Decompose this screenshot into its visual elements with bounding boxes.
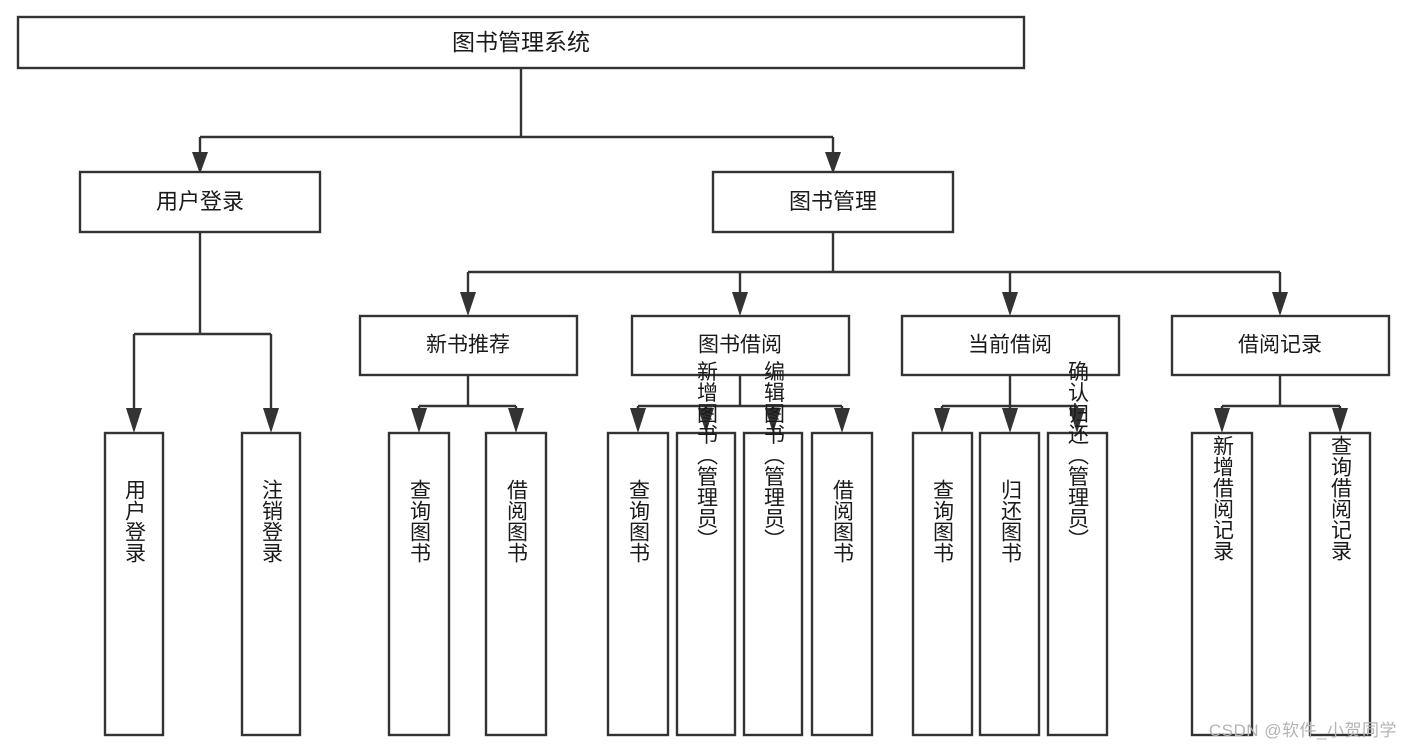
node-leaf-query-borrow-record[interactable]: 查询借阅记录 [1308,431,1372,737]
borrow-record-box[interactable] [1170,314,1391,377]
node-current-borrow[interactable]: 当前借阅 [900,314,1121,377]
arrowhead-leaf-11 [1214,408,1230,433]
leaf-box-5[interactable] [675,431,737,737]
node-leaf-borrow-book-b[interactable]: 借阅图书 [810,431,874,737]
borrow-record-label: 借阅记录 [1238,334,1322,357]
root-label: 图书管理系统 [452,29,590,55]
node-book-management[interactable]: 图书管理 [711,170,955,234]
node-leaf-return-book[interactable]: 归还图书 [978,431,1041,737]
node-new-book-recommend[interactable]: 新书推荐 [358,314,579,377]
current-borrow-label: 当前借阅 [968,334,1052,357]
leaf-label-2: 查询图书 [408,479,432,563]
user-login-box[interactable] [78,170,322,234]
leaf-label-8: 查询图书 [931,479,955,563]
arrowhead-leaf-0 [126,408,142,433]
root-box[interactable] [16,15,1026,70]
node-leaf-query-book-a[interactable]: 查询图书 [387,431,451,737]
leaf-box-7[interactable] [810,431,874,737]
node-borrow-record[interactable]: 借阅记录 [1170,314,1391,377]
node-user-login[interactable]: 用户登录 [78,170,322,234]
leaf-box-12[interactable] [1308,431,1372,737]
new-book-recommend-box[interactable] [358,314,579,377]
user-login-label: 用户登录 [156,189,244,214]
leaf-box-2[interactable] [387,431,451,737]
arrowhead-leaf-9 [1002,408,1018,433]
node-leaf-add-book-admin[interactable]: 新增图书（管理员） [675,361,737,737]
book-borrow-label: 图书借阅 [698,334,782,357]
arrowhead-leaf-4 [630,408,646,433]
leaf-label-5: 新增图书（管理员） [695,361,719,550]
connector-newbook-bus [417,375,518,412]
leaf-label-1: 注销登录 [260,479,284,563]
arrowhead-to-user-login [192,152,208,174]
arrowhead-to-borrow-book [732,292,748,316]
arrowhead-leaf-2 [411,408,427,433]
leaf-box-8[interactable] [911,431,974,737]
leaf-label-11: 新增借阅记录 [1211,435,1235,561]
leaf-box-0[interactable] [103,431,165,737]
connector-borrowrecord-bus [1220,375,1342,412]
arrowhead-leaf-12 [1332,408,1348,433]
leaf-box-9[interactable] [978,431,1041,737]
leaf-label-12: 查询借阅记录 [1329,435,1353,561]
arrowhead-leaf-8 [934,408,950,433]
node-leaf-user-login[interactable]: 用户登录 [103,431,165,737]
connector-root-bus [198,68,835,158]
leaf-row: 用户登录 注销登录 查询图书 借阅图书 查询图书 新增图书（管理员） [103,361,1372,737]
arrowhead-leaf-7 [834,408,850,433]
leaf-label-9: 归还图书 [999,479,1023,563]
node-leaf-edit-book-admin[interactable]: 编辑图书（管理员） [742,361,804,737]
leaf-label-3: 借阅图书 [505,479,529,563]
connector-bookborrow-bus [636,375,844,412]
arrowhead-leaf-10 [1069,408,1085,433]
arrowhead-leaf-1 [263,408,279,433]
book-management-box[interactable] [711,170,955,234]
arrowhead-to-new-book [460,292,476,316]
leaf-label-6: 编辑图书（管理员） [762,361,786,550]
node-book-borrow[interactable]: 图书借阅 [630,314,851,377]
connector-currentborrow-bus [940,375,1079,412]
arrowhead-to-borrow-record [1272,292,1288,316]
leaf-box-4[interactable] [606,431,670,737]
arrowhead-to-book-manage [825,152,841,174]
leaf-box-6[interactable] [742,431,804,737]
current-borrow-box[interactable] [900,314,1121,377]
leaf-box-11[interactable] [1190,431,1254,737]
leaf-label-7: 借阅图书 [831,479,855,563]
node-leaf-logout[interactable]: 注销登录 [240,431,302,737]
leaf-label-10: 确认归还（管理员） [1066,361,1090,550]
connector-bookmanage-bus [466,232,1282,296]
new-book-recommend-label: 新书推荐 [426,334,510,357]
node-leaf-confirm-return-admin[interactable]: 确认归还（管理员） [1046,361,1109,737]
book-borrow-box[interactable] [630,314,851,377]
leaf-label-0: 用户登录 [123,479,147,563]
arrowhead-leaf-3 [508,408,524,433]
csdn-watermark: CSDN @软件_小贺同学 [1208,721,1397,740]
node-leaf-query-book-c[interactable]: 查询图书 [911,431,974,737]
node-leaf-borrow-book-a[interactable]: 借阅图书 [484,431,548,737]
node-leaf-query-book-b[interactable]: 查询图书 [606,431,670,737]
leaf-box-3[interactable] [484,431,548,737]
node-leaf-add-borrow-record[interactable]: 新增借阅记录 [1190,431,1254,737]
arrowhead-leaf-5 [698,408,714,433]
leaf-box-10[interactable] [1046,431,1109,737]
book-management-label: 图书管理 [789,189,877,214]
leaf-label-4: 查询图书 [627,479,651,563]
arrowhead-to-current-borrow [1002,292,1018,316]
connector-layer [126,68,1348,433]
connector-userlogin-bus [132,232,273,412]
node-root[interactable]: 图书管理系统 [16,15,1026,70]
leaf-box-1[interactable] [240,431,302,737]
arrowhead-leaf-6 [765,408,781,433]
